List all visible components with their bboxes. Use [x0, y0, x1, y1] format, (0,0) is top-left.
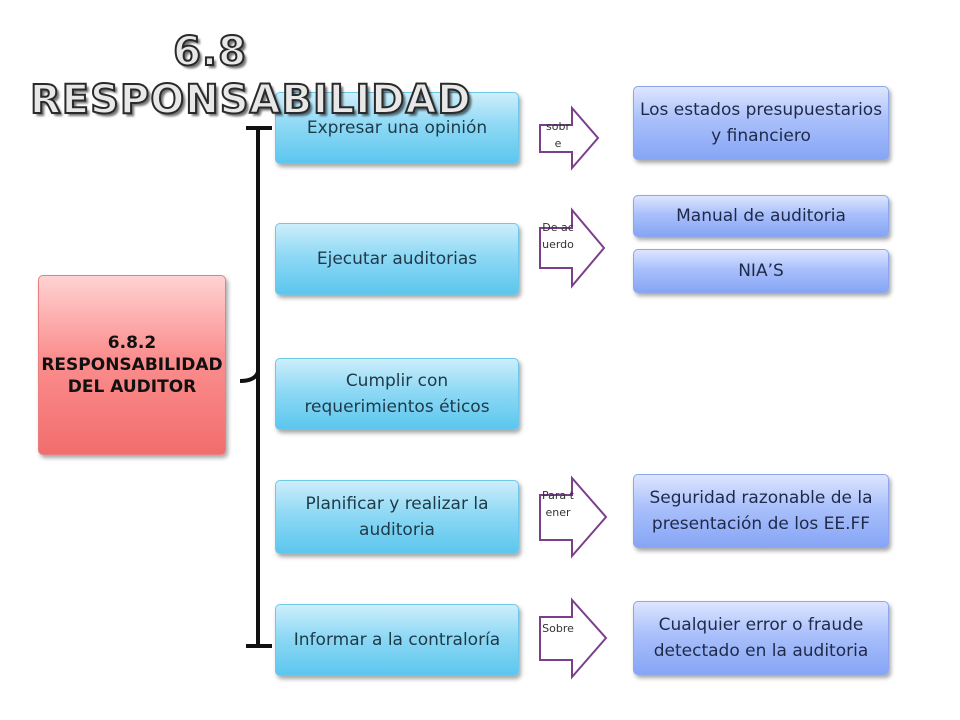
connector-label-2: De acuerdo	[542, 221, 574, 251]
target-label: NIA’S	[738, 261, 784, 281]
task-label: Ejecutar auditorias	[316, 249, 478, 269]
task-label: Informar a la contraloría	[293, 630, 501, 650]
task-box-4: Planificar y realizar la auditoria	[275, 480, 519, 554]
arrow-shape-4	[539, 597, 608, 680]
root-label: 6.8.2 RESPONSABILIDAD DEL AUDITOR	[41, 333, 223, 397]
target-box-5: Cualquier error o fraude detectado en la…	[633, 601, 889, 675]
arrow-shape-2	[539, 207, 606, 289]
target-box-4: Seguridad razonable de la presentación d…	[633, 474, 889, 548]
target-box-1: Los estados presupuestarios y financiero	[633, 86, 889, 160]
target-label: Los estados presupuestarios y financiero	[639, 100, 883, 146]
connector-label-3: Para tener	[542, 489, 574, 519]
target-box-2: Manual de auditoria	[633, 195, 889, 237]
task-box-3: Cumplir con requerimientos éticos	[275, 358, 519, 430]
target-box-3: NIA’S	[633, 249, 889, 293]
title-text: 6.8 RESPONSABILIDAD	[29, 28, 472, 124]
connector-label-1: sobre	[546, 120, 570, 150]
task-box-5: Informar a la contraloría	[275, 604, 519, 676]
arrow-shape-1	[539, 105, 600, 171]
arrow-shape-3	[539, 475, 608, 559]
connector-label-4: Sobre	[542, 622, 574, 635]
page-title: 6.8 RESPONSABILIDAD	[29, 28, 472, 124]
root-box: 6.8.2 RESPONSABILIDAD DEL AUDITOR	[38, 275, 226, 455]
task-box-2: Ejecutar auditorias	[275, 223, 519, 295]
target-label: Cualquier error o fraude detectado en la…	[653, 615, 869, 661]
task-label: Planificar y realizar la auditoria	[305, 494, 489, 540]
task-label: Cumplir con requerimientos éticos	[304, 371, 490, 417]
target-label: Manual de auditoria	[676, 206, 846, 226]
target-label: Seguridad razonable de la presentación d…	[649, 488, 873, 534]
task-label: Expresar una opinión	[306, 118, 488, 138]
task-box-1: Expresar una opinión	[275, 92, 519, 164]
